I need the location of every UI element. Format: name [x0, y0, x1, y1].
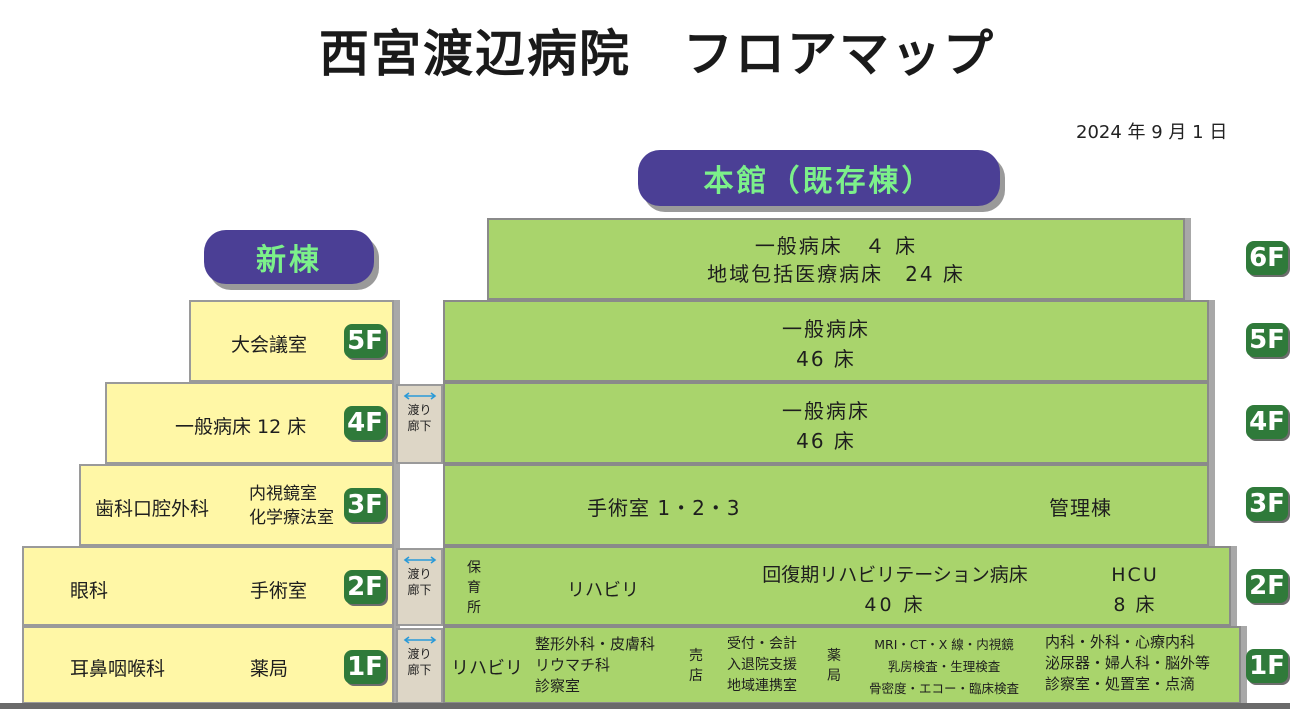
floor-tag-6f-main: 6F: [1246, 241, 1288, 275]
floor-tag-4f-main: 4F: [1246, 405, 1288, 439]
floor-tag-2f-new: 2F: [344, 570, 386, 604]
main-floor-4[interactable]: 一般病床 46 床: [443, 382, 1209, 464]
main-5f-line2: 46 床: [796, 347, 856, 371]
corridor-2f[interactable]: 渡り 廊下: [396, 548, 443, 626]
main-floor-5[interactable]: 一般病床 46 床: [443, 300, 1209, 382]
new-1f-ent: 耳鼻咽喉科: [70, 658, 166, 680]
floor-tag-3f-new: 3F: [344, 488, 386, 522]
main-2f-hcu: HCU 8 床: [1111, 564, 1159, 616]
ground-line: [0, 703, 1290, 709]
floor-tag-4f-new: 4F: [344, 406, 386, 440]
floor-tag-1f-main: 1F: [1246, 649, 1288, 683]
main-floor-2[interactable]: 保 育 所 リハビリ 回復期リハビリテーション病床 40 床 HCU 8 床: [443, 546, 1231, 626]
main-1f-reception: 受付・会計 入退院支援 地域連携室: [727, 636, 797, 694]
main-2f-nursery: 保 育 所: [467, 560, 481, 616]
main-floor-6[interactable]: 一般病床 ４ 床 地域包括医療病床 24 床: [487, 218, 1185, 300]
new-4f-ward: 一般病床 12 床: [175, 416, 307, 438]
double-arrow-icon: [403, 556, 436, 564]
date-label: 2024 年 9 月 1 日: [1076, 122, 1228, 143]
floor-tag-3f-main: 3F: [1246, 487, 1288, 521]
page-title: 西宮渡辺病院 フロアマップ: [319, 25, 995, 83]
main-2f-rehab: リハビリ: [567, 580, 639, 601]
main-3f-surgery: 手術室 1・2・3: [587, 496, 741, 520]
main-3f-admin: 管理棟: [1049, 496, 1112, 520]
floor-tag-5f-new: 5F: [344, 324, 386, 358]
new-1f-pharmacy: 薬局: [250, 658, 289, 680]
main-1f-shop: 売 店: [689, 648, 703, 684]
main-6f-line2: 地域包括医療病床 24 床: [707, 262, 965, 286]
new-3f-dental: 歯科口腔外科: [95, 498, 210, 520]
main-building-label: 本館（既存棟）: [638, 150, 1000, 206]
main-4f-line2: 46 床: [796, 429, 856, 453]
main-1f-rehab: リハビリ: [451, 658, 523, 679]
corridor-1f[interactable]: 渡り 廊下: [396, 628, 443, 704]
new-5f-meeting: 大会議室: [231, 334, 308, 356]
main-1f-ortho: 整形外科・皮膚科 リウマチ科 診察室: [535, 635, 656, 695]
corridor-4f[interactable]: 渡り 廊下: [396, 384, 443, 464]
main-1f-pharmacy: 薬 局: [827, 648, 841, 684]
main-4f-line1: 一般病床: [782, 399, 870, 423]
new-2f-surgery: 手術室: [250, 580, 308, 602]
new-3f-endo-chemo: 内視鏡室 化学療法室: [249, 484, 334, 528]
floor-tag-5f-main: 5F: [1246, 323, 1288, 357]
new-floor-1[interactable]: 耳鼻咽喉科 薬局: [22, 626, 394, 704]
new-floor-2[interactable]: 眼科 手術室: [22, 546, 394, 626]
new-floor-3[interactable]: 歯科口腔外科 内視鏡室 化学療法室: [79, 464, 394, 546]
main-floor-1[interactable]: リハビリ 整形外科・皮膚科 リウマチ科 診察室 売 店 受付・会計 入退院支援 …: [443, 626, 1241, 704]
floor-tag-1f-new: 1F: [344, 650, 386, 684]
main-floor-3[interactable]: 手術室 1・2・3 管理棟: [443, 464, 1209, 546]
main-5f-line1: 一般病床: [782, 317, 870, 341]
new-building-label: 新棟: [204, 230, 374, 284]
double-arrow-icon: [403, 636, 436, 644]
main-1f-exam: MRI・CT・X 線・内視鏡 乳房検査・生理検査 骨密度・エコー・臨床検査: [868, 637, 1019, 696]
double-arrow-icon: [403, 392, 436, 400]
floor-tag-2f-main: 2F: [1246, 569, 1288, 603]
main-2f-recovery: 回復期リハビリテーション病床 40 床: [762, 564, 1028, 616]
main-1f-internal: 内科・外科・心療内科 泌尿器・婦人科・脳外等 診察室・処置室・点滴: [1045, 633, 1211, 693]
new-2f-ophthalmology: 眼科: [70, 580, 109, 602]
main-6f-line1: 一般病床 ４ 床: [754, 234, 918, 258]
